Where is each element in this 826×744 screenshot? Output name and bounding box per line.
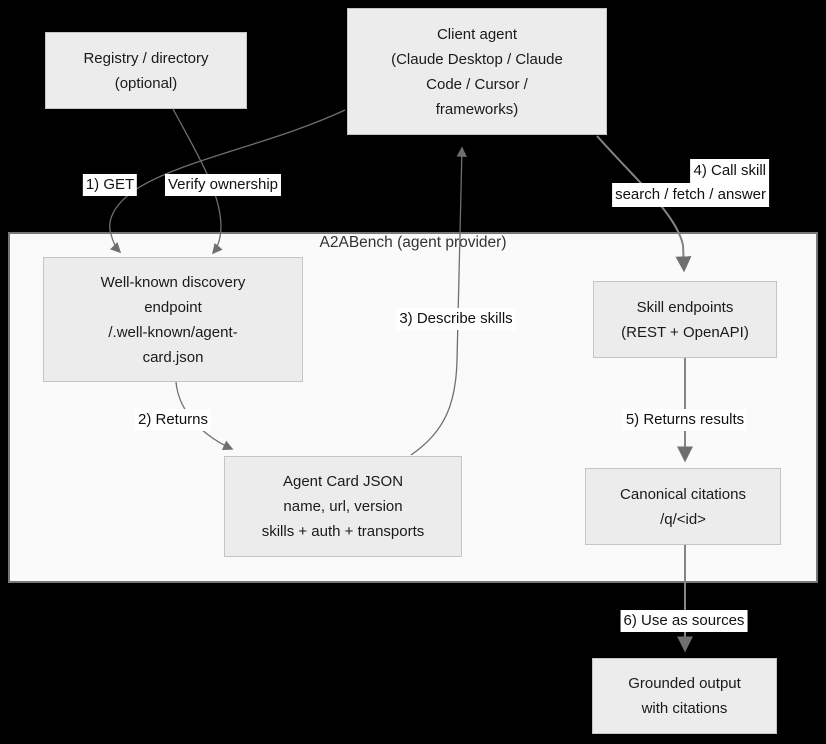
node-text-line: name, url, version (283, 498, 403, 515)
node-well-known-discovery-endpoint: Well-known discovery endpoint /.well-kno… (43, 257, 303, 382)
node-text-line: Skill endpoints (636, 298, 734, 316)
node-text-line: Grounded output (628, 675, 741, 692)
edge-label-get: 1) GET (82, 174, 138, 196)
node-text-line: with citations (641, 700, 728, 717)
edge-label-returns-results: 5) Returns results (622, 409, 748, 431)
edge-label-use-as-sources: 6) Use as sources (620, 610, 748, 632)
node-agent-card-json: Agent Card JSON name, url, version skill… (224, 456, 462, 557)
node-text-line: frameworks) (435, 100, 519, 118)
node-text-line: Registry / directory (83, 49, 209, 67)
edge-label-verify-ownership: Verify ownership (164, 174, 282, 196)
edge-label-returns: 2) Returns (134, 409, 212, 431)
node-text-line: /.well-known/agent- (108, 323, 238, 341)
node-registry-directory: Registry / directory (optional) (45, 32, 247, 109)
node-grounded-output: Grounded output with citations (592, 658, 777, 734)
node-text-line: Canonical citations (620, 485, 746, 503)
edge-label-describe-skills: 3) Describe skills (396, 308, 516, 330)
node-text-line: (Claude Desktop / Claude (391, 50, 563, 68)
node-text-line: skills + auth + transports (261, 523, 425, 540)
node-text-line: Code / Cursor / (426, 75, 528, 93)
node-text-line: (optional) (114, 74, 178, 92)
node-text-line: card.json (142, 348, 204, 366)
node-text-line: (REST + OpenAPI) (621, 323, 749, 341)
node-text-line: Client agent (436, 25, 518, 43)
node-text-line: Well-known discovery (100, 273, 246, 291)
node-text-line: Agent Card JSON (282, 473, 404, 490)
container-title: A2ABench (agent provider) (319, 234, 507, 251)
node-client-agent: Client agent (Claude Desktop / Claude Co… (347, 8, 607, 135)
node-text-line: endpoint (144, 298, 202, 316)
node-text-line: /q/<id> (660, 510, 706, 528)
node-canonical-citations: Canonical citations /q/<id> (585, 468, 781, 545)
node-skill-endpoints: Skill endpoints (REST + OpenAPI) (593, 281, 777, 358)
edge-label-call-skill: 4) Call skill search / fetch / answer (612, 159, 769, 207)
